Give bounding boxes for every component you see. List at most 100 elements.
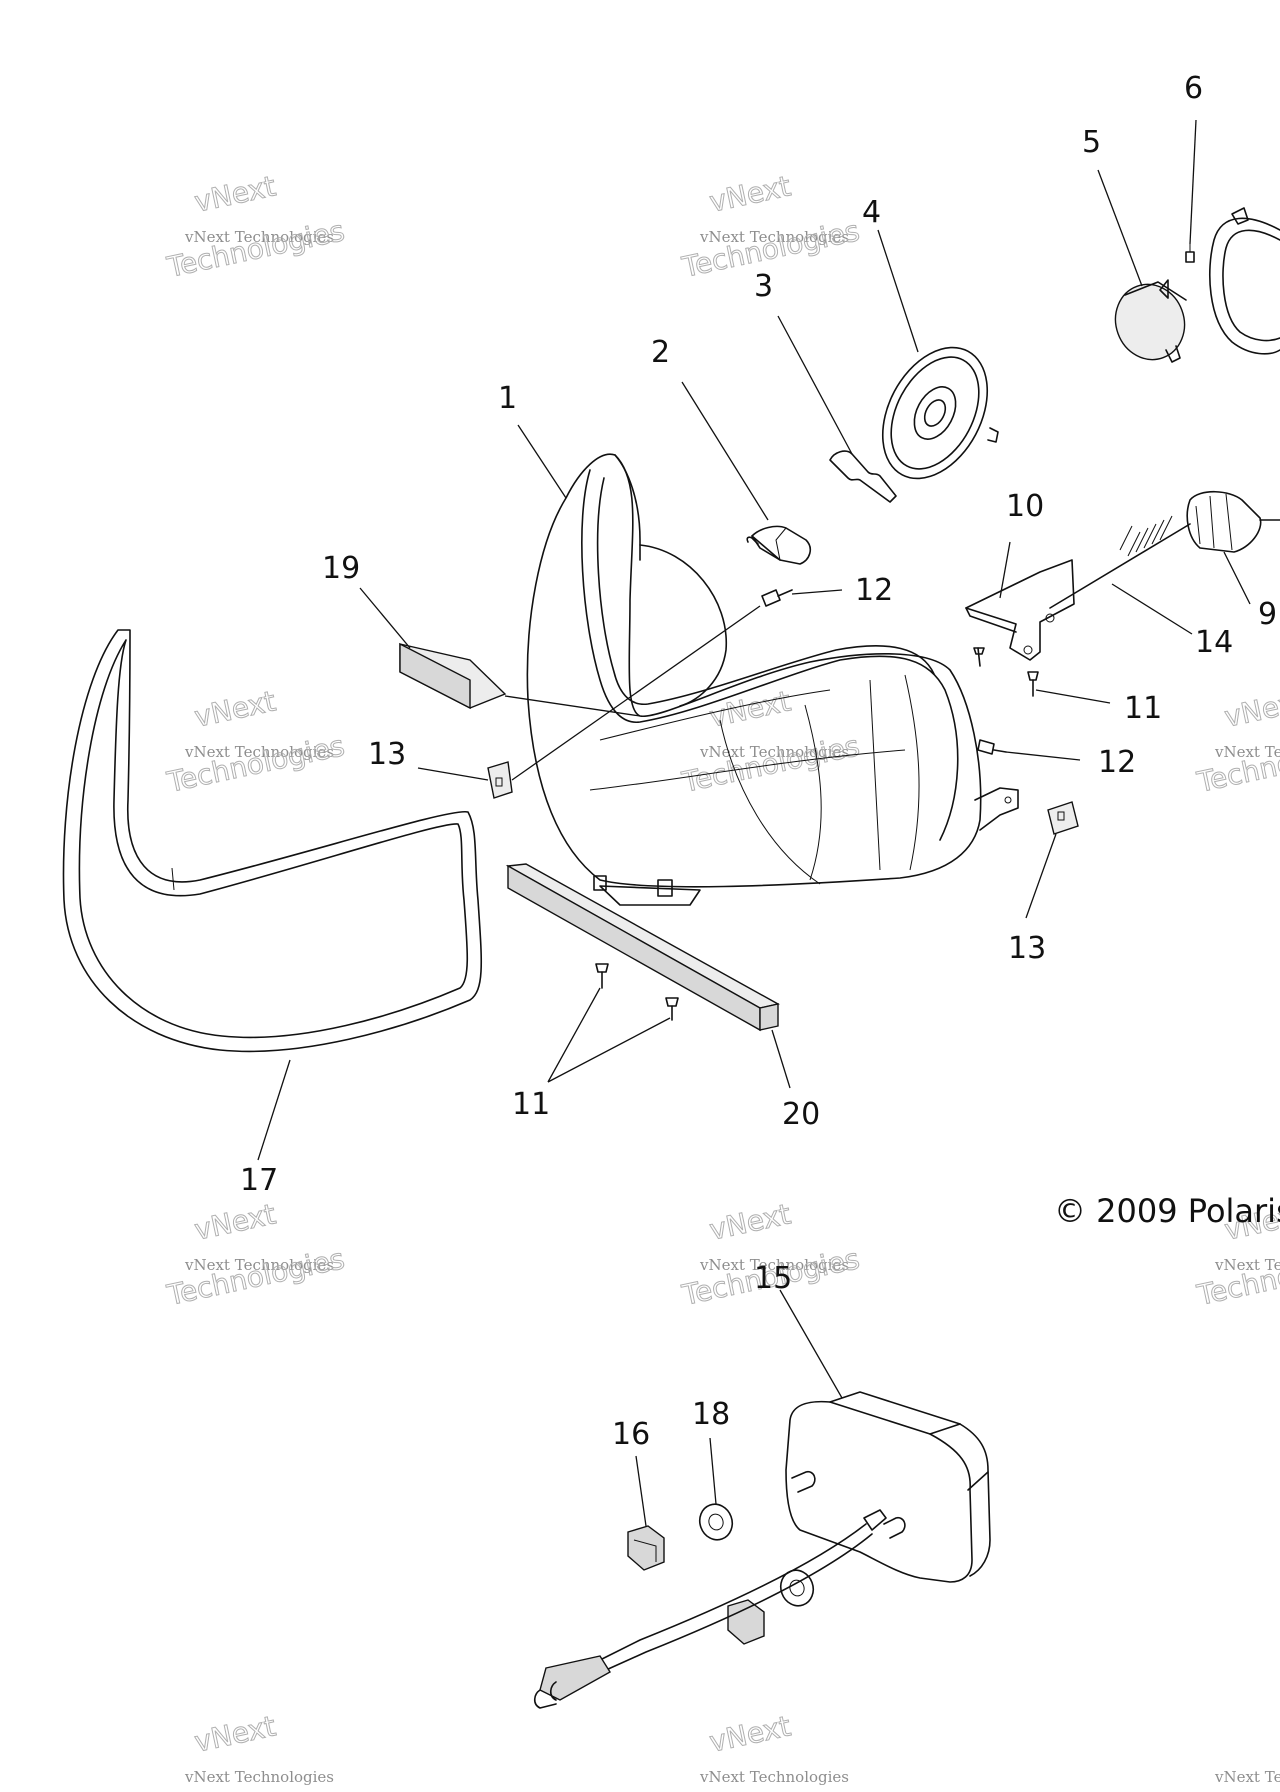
leader-13-left xyxy=(417,767,489,781)
leader-6 xyxy=(1189,119,1197,245)
part-5-lamp xyxy=(1114,279,1187,363)
callout-2: 2 xyxy=(651,335,670,370)
watermark-logo: Technologies xyxy=(1194,1242,1280,1312)
watermark-text: vNext Technologies xyxy=(1214,1768,1280,1786)
leader-18 xyxy=(709,1437,717,1505)
leader-11-bottom-a xyxy=(547,987,601,1083)
watermark: vNext vNext Technologies xyxy=(699,1709,849,1786)
watermark: vNext vNext Technologies Technologies xyxy=(678,684,863,800)
callout-10: 10 xyxy=(1006,489,1044,524)
part-11-screw-side xyxy=(973,647,985,667)
part-11-screw-bottom-b xyxy=(665,997,679,1021)
watermark-logo: vNext xyxy=(192,169,279,218)
watermark-logo: vNext xyxy=(707,169,794,218)
watermark-text: vNext Technologies xyxy=(184,1256,334,1274)
leader-10 xyxy=(999,541,1011,599)
watermark: vNext Technologies xyxy=(1214,1768,1280,1786)
part-9-adjuster-knob xyxy=(1186,490,1280,553)
watermark-logo: Technologies xyxy=(164,729,348,799)
part-13-clip-left xyxy=(487,761,513,799)
part-20-foam-bar xyxy=(505,863,780,1032)
watermark: vNext vNext Technologies Technologies xyxy=(678,169,863,285)
callout-11-bottom: 11 xyxy=(512,1087,550,1122)
callout-14: 14 xyxy=(1195,625,1233,660)
leader-19-to-housing xyxy=(504,695,641,717)
leader-13-right xyxy=(1025,833,1057,919)
watermark-text: vNext Technologies xyxy=(1214,1256,1280,1274)
watermark-text: vNext Technologies xyxy=(699,1768,849,1786)
callout-18: 18 xyxy=(692,1397,730,1432)
leader-12-lower xyxy=(1005,751,1081,761)
callout-11-right: 11 xyxy=(1124,691,1162,726)
part-17-seal xyxy=(62,629,483,1053)
callout-12-lower: 12 xyxy=(1098,745,1136,780)
leader-lines xyxy=(257,119,1251,1527)
watermark-text: vNext Technologies xyxy=(184,228,334,246)
watermark-logo: Technologies xyxy=(164,214,348,284)
leader-11-right xyxy=(1035,689,1111,704)
wire-harness xyxy=(533,1523,873,1709)
watermark: vNext vNext Technologies xyxy=(184,1709,334,1786)
leader-17 xyxy=(257,1059,291,1161)
watermark: vNext vNext Technologies Technologies xyxy=(1193,684,1280,800)
watermark-logo: Technologies xyxy=(679,729,863,799)
lamp-gasket-partial xyxy=(1209,207,1280,355)
watermark-logo: Technologies xyxy=(164,1242,348,1312)
watermark-text: vNext Technologies xyxy=(184,1768,334,1786)
callout-12-upper: 12 xyxy=(855,573,893,608)
callout-9: 9 xyxy=(1258,597,1277,632)
part-12-screw-upper xyxy=(761,589,793,607)
part-18-washer-lower xyxy=(779,1569,815,1607)
watermark-logo: vNext xyxy=(707,1709,794,1758)
leader-16 xyxy=(635,1455,647,1527)
watermark-text: vNext Technologies xyxy=(1214,743,1280,761)
callout-17: 17 xyxy=(240,1163,278,1198)
watermark-logo: vNext xyxy=(192,1197,279,1246)
callout-labels: 1 2 3 4 5 6 9 10 12 14 11 12 19 13 13 11… xyxy=(240,71,1277,1452)
part-12-screw-lower xyxy=(977,739,1007,755)
part-6-screw xyxy=(1185,244,1195,263)
part-3-wire-clip xyxy=(829,450,897,503)
watermark-logo: vNext xyxy=(1222,684,1280,733)
leader-11-bottom-b xyxy=(547,1017,671,1083)
callout-20: 20 xyxy=(782,1097,820,1132)
leader-14 xyxy=(1111,583,1193,635)
part-13-clip-right xyxy=(1047,801,1079,835)
leader-20 xyxy=(771,1029,791,1089)
watermark-logo: vNext xyxy=(192,684,279,733)
callout-1: 1 xyxy=(498,381,517,416)
callout-5: 5 xyxy=(1082,125,1101,160)
leader-3 xyxy=(777,315,853,455)
leader-4 xyxy=(877,229,919,353)
part-1-headlight-housing xyxy=(526,453,1019,906)
leader-9 xyxy=(1223,551,1251,605)
watermark-logo: Technologies xyxy=(1194,729,1280,799)
part-19-foam-strip xyxy=(399,642,507,710)
copyright-notice: © 2009 Polaris xyxy=(1054,1192,1280,1230)
watermark-text: vNext Technologies xyxy=(699,1256,849,1274)
part-15-lamp-housing xyxy=(785,1391,991,1583)
watermark: vNext vNext Technologies Technologies xyxy=(163,169,348,285)
leader-15 xyxy=(779,1289,843,1399)
watermark-logo: vNext xyxy=(192,1709,279,1758)
callout-13-right: 13 xyxy=(1008,931,1046,966)
watermark: vNext vNext Technologies Technologies xyxy=(163,1197,348,1313)
part-18-washer-upper xyxy=(698,1503,734,1541)
part-11-screw-upper xyxy=(1027,671,1039,697)
callout-6: 6 xyxy=(1184,71,1203,106)
watermark-text: vNext Technologies xyxy=(184,743,334,761)
callout-15: 15 xyxy=(754,1261,792,1296)
callout-19: 19 xyxy=(322,551,360,586)
part-11-screw-bottom-a xyxy=(595,963,609,989)
callout-13-left: 13 xyxy=(368,737,406,772)
watermark-text: vNext Technologies xyxy=(699,228,849,246)
part-2-bulb xyxy=(746,525,812,565)
watermark-text: vNext Technologies xyxy=(699,743,849,761)
part-4-dust-cover xyxy=(881,346,999,480)
leader-2 xyxy=(681,381,769,521)
leader-12-upper xyxy=(791,589,843,595)
callout-4: 4 xyxy=(862,195,881,230)
part-14-spring xyxy=(1049,515,1191,609)
part-16-nut-upper xyxy=(627,1525,665,1571)
